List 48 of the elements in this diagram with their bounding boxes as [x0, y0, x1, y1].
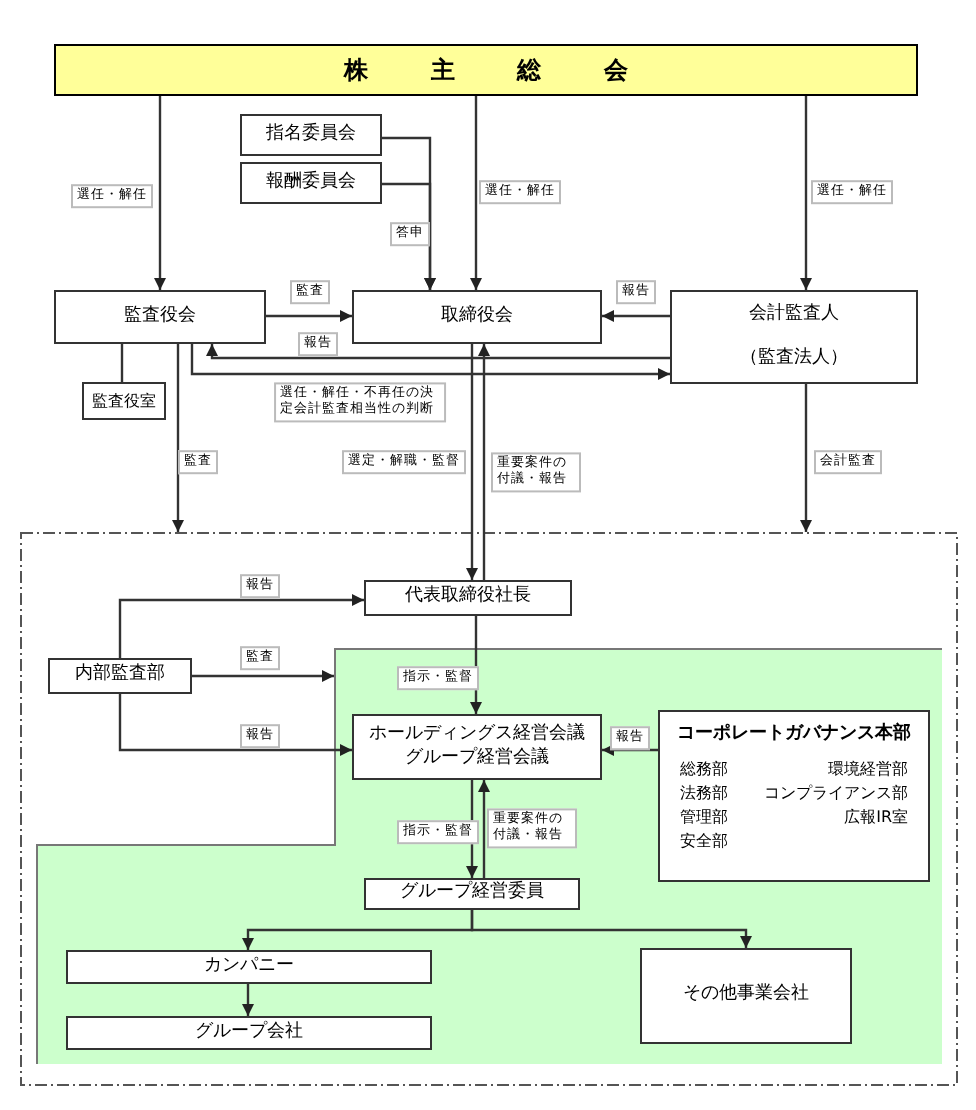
department-text: 安全部: [680, 832, 728, 852]
org-box: [658, 710, 930, 882]
box-text: グループ経営会議: [405, 747, 549, 770]
department-text: 法務部: [680, 784, 728, 804]
arrow: [800, 96, 812, 290]
arrow: [382, 182, 436, 290]
org-box: その他事業会社: [640, 948, 852, 1044]
arrow: [192, 670, 334, 682]
department-text: コンプライアンス部: [764, 784, 908, 804]
arrow: [118, 594, 364, 658]
connector-line: [120, 344, 124, 382]
box-text: ホールディングス経営会議: [369, 724, 585, 746]
department-text: 環境経営部: [828, 760, 908, 780]
org-box: 代表取締役社長: [364, 580, 572, 616]
arrow: [118, 694, 352, 756]
org-box: 株主総会: [54, 44, 918, 96]
org-box: [670, 290, 918, 384]
org-box: グループ経営委員: [364, 878, 580, 910]
department-text: 総務部: [680, 760, 728, 780]
arrow: [800, 384, 812, 532]
arrow: [478, 344, 490, 580]
org-box: [352, 714, 602, 780]
box-heading: コーポレートガバナンス本部: [675, 724, 913, 747]
department-text: 管理部: [680, 808, 728, 828]
arrow: [206, 344, 670, 360]
org-box: 監査役室: [82, 382, 166, 420]
arrow: [470, 96, 482, 290]
org-box: カンパニー: [66, 950, 432, 984]
arrow: [172, 344, 184, 532]
arrow: [242, 984, 254, 1016]
box-text: 会計監査人: [749, 304, 839, 327]
arrow: [154, 96, 166, 290]
org-box: 指名委員会: [240, 114, 382, 156]
arrow: [478, 780, 490, 878]
box-text: （監査法人）: [740, 347, 848, 370]
arrow: [190, 344, 670, 380]
org-box: 内部監査部: [48, 658, 192, 694]
dashed-boundary: [20, 532, 958, 1086]
arrow: [470, 910, 752, 948]
arrow: [602, 310, 670, 322]
org-box: 監査役会: [54, 290, 266, 344]
group-panel: [36, 648, 942, 1064]
arrow: [466, 344, 478, 580]
department-text: 広報IR室: [844, 808, 908, 828]
org-box: 報酬委員会: [240, 162, 382, 204]
arrow: [266, 310, 352, 322]
org-box: 取締役会: [352, 290, 602, 344]
org-box: グループ会社: [66, 1016, 432, 1050]
